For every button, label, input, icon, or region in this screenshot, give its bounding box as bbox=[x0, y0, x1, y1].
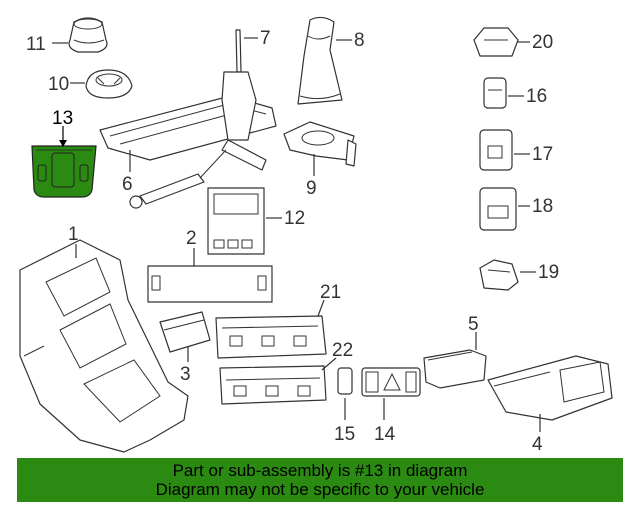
callout-5: 5 bbox=[468, 314, 479, 335]
callout-8: 8 bbox=[354, 30, 365, 51]
callout-12: 12 bbox=[284, 208, 305, 229]
callout-10: 10 bbox=[48, 74, 69, 95]
callout-6: 6 bbox=[122, 174, 133, 195]
banner-line-1: Part or sub-assembly is #13 in diagram bbox=[172, 461, 468, 480]
callout-19: 19 bbox=[538, 262, 559, 283]
parts-diagram: 11 10 13 7 6 bbox=[19, 16, 613, 455]
callout-7: 7 bbox=[260, 28, 271, 49]
callout-21: 21 bbox=[320, 282, 341, 303]
callout-20: 20 bbox=[532, 32, 553, 53]
callout-17: 17 bbox=[532, 144, 553, 165]
part-10[interactable] bbox=[70, 69, 133, 99]
part-8[interactable] bbox=[297, 16, 352, 105]
part-11[interactable] bbox=[52, 17, 108, 53]
callout-9: 9 bbox=[306, 178, 317, 199]
callout-22: 22 bbox=[332, 340, 353, 361]
part-19[interactable] bbox=[479, 259, 536, 291]
part-21[interactable] bbox=[215, 299, 327, 359]
part-3[interactable] bbox=[159, 311, 211, 362]
callout-3: 3 bbox=[180, 364, 191, 385]
callout-1: 1 bbox=[68, 224, 79, 245]
part-6[interactable] bbox=[99, 71, 277, 209]
info-banner: Part or sub-assembly is #13 in diagram D… bbox=[17, 458, 623, 502]
callout-4: 4 bbox=[532, 434, 543, 455]
part-14[interactable] bbox=[361, 367, 421, 420]
banner-line-2: Diagram may not be specific to your vehi… bbox=[155, 480, 485, 499]
callout-2: 2 bbox=[186, 228, 197, 249]
part-18[interactable] bbox=[479, 187, 530, 231]
part-15[interactable] bbox=[337, 367, 353, 420]
callout-18: 18 bbox=[532, 196, 553, 217]
callout-16: 16 bbox=[526, 86, 547, 107]
callout-15: 15 bbox=[334, 424, 355, 445]
part-1[interactable] bbox=[19, 239, 189, 453]
part-17[interactable] bbox=[479, 129, 530, 171]
part-20[interactable] bbox=[473, 27, 530, 57]
callout-13: 13 bbox=[52, 108, 73, 129]
part-2[interactable] bbox=[147, 248, 273, 303]
callout-11: 11 bbox=[26, 34, 46, 55]
part-4[interactable] bbox=[487, 355, 613, 432]
part-9[interactable] bbox=[283, 121, 357, 176]
callout-14: 14 bbox=[374, 424, 396, 445]
part-5[interactable] bbox=[423, 332, 487, 389]
part-16[interactable] bbox=[483, 77, 524, 109]
part-12[interactable] bbox=[207, 187, 282, 255]
part-22[interactable] bbox=[219, 357, 337, 405]
part-13[interactable] bbox=[31, 126, 97, 198]
part-7[interactable] bbox=[235, 29, 258, 73]
